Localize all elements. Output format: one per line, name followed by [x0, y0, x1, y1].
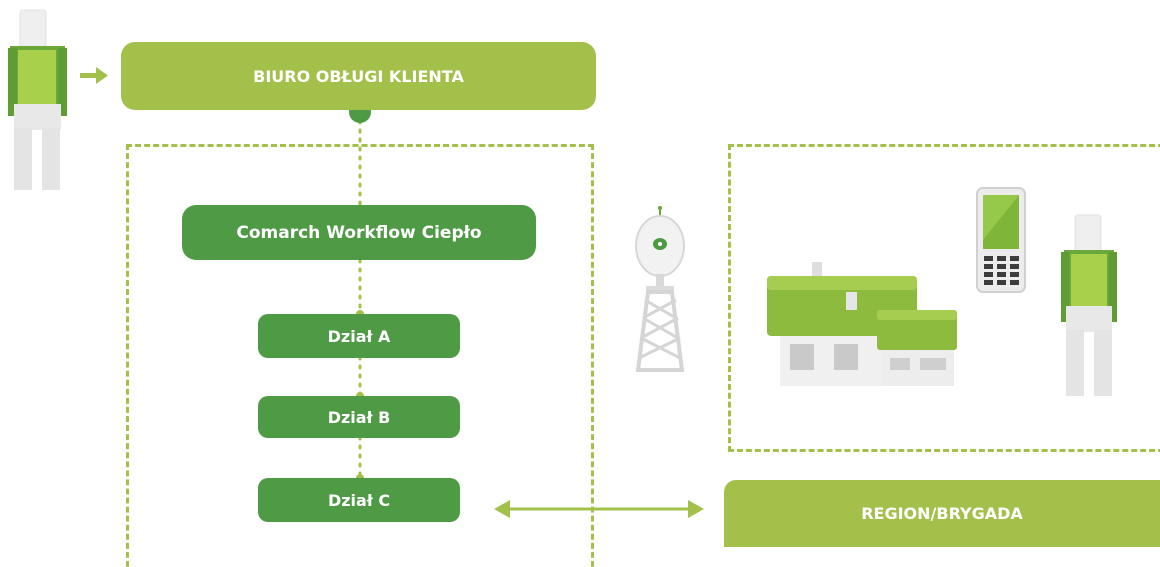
department-b-box: Dział B: [258, 396, 460, 438]
department-c-box: Dział C: [258, 478, 460, 522]
customer-service-label: BIURO OBŁUGI KLIENTA: [253, 66, 464, 86]
mobile-phone-icon: [976, 187, 1026, 293]
office-frame: [126, 144, 594, 567]
department-a-label: Dział A: [327, 326, 391, 346]
person-icon: [8, 9, 67, 190]
department-a-box: Dział A: [258, 314, 460, 358]
antenna-tower-icon: [635, 206, 685, 372]
person-icon: [1061, 214, 1117, 396]
double-arrow-icon: [494, 500, 704, 518]
arrow-right-icon: [80, 67, 108, 84]
field-frame: [728, 144, 1160, 452]
region-label: REGION/BRYGADA: [861, 504, 1023, 523]
workflow-label: Comarch Workflow Ciepło: [236, 222, 482, 243]
diagram-graphics: [8, 9, 1117, 518]
department-c-label: Dział C: [327, 490, 391, 510]
workflow-box: Comarch Workflow Ciepło: [182, 205, 536, 260]
region-box: REGION/BRYGADA: [724, 480, 1160, 547]
department-b-label: Dział B: [327, 407, 391, 427]
house-icon: [767, 262, 957, 386]
customer-service-box: BIURO OBŁUGI KLIENTA: [121, 42, 596, 110]
